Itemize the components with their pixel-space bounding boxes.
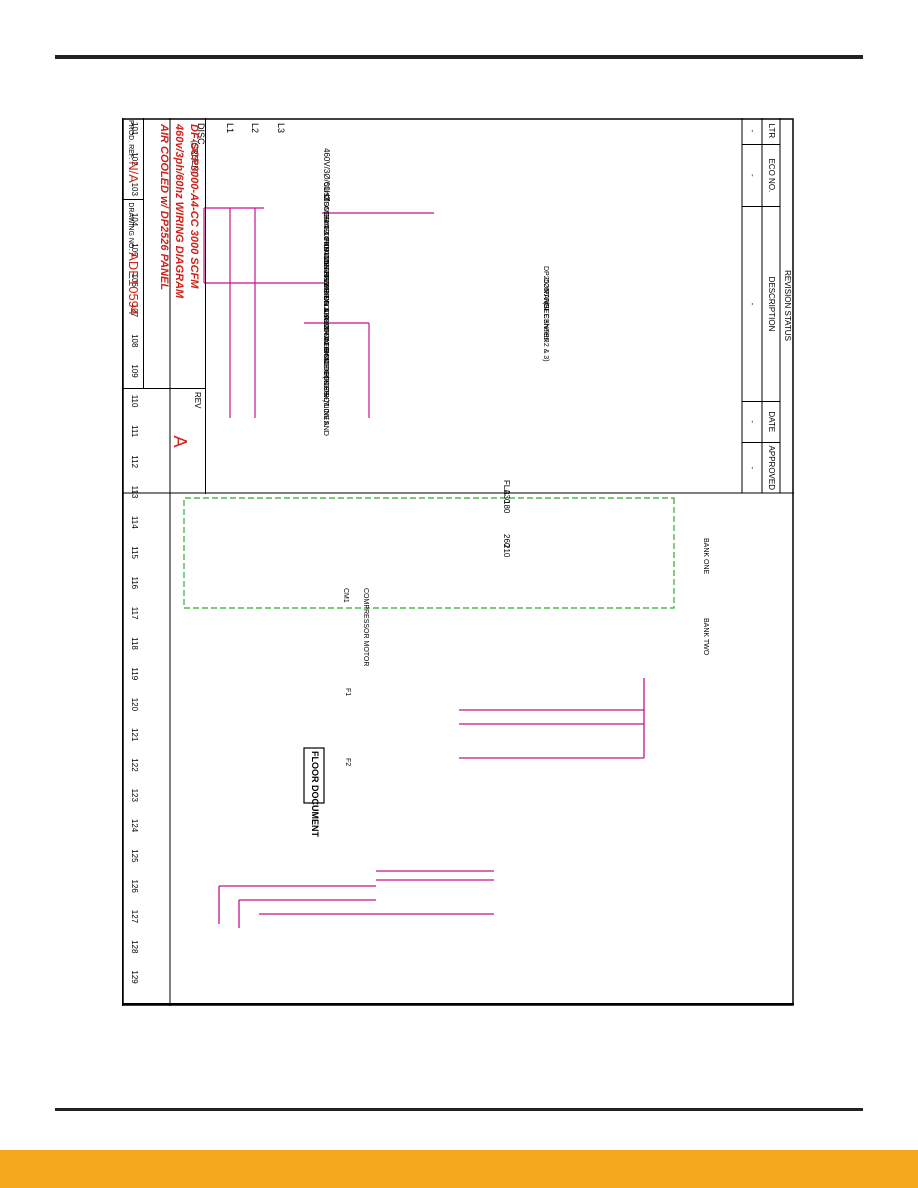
line-number: 125 — [130, 849, 139, 863]
line-number: 112 — [130, 455, 139, 468]
wiring-diagram-sheet: 101 102 103 104 105 106 107 108 109 110 111 112 113 1… — [122, 118, 794, 1006]
line-number: 105 — [130, 243, 139, 257]
line-number: 118 — [130, 637, 139, 650]
amps-row: 210 — [502, 544, 511, 558]
revision-status: REVISION STATUS — [783, 270, 792, 341]
cell-blank: - — [742, 143, 762, 207]
amps-row: 180 — [502, 500, 511, 514]
supply-label: 460V/3Ø/60HZ — [322, 148, 331, 201]
prod-ref-label: PROD. REF. — [127, 120, 134, 160]
col-approved: APPROVED — [762, 441, 780, 493]
bank-one-label: BANK ONE — [702, 538, 709, 575]
compressor-motor-label: CM1 — [342, 588, 349, 603]
amps-row: 230 — [502, 490, 511, 504]
dp-panel-line2: CONTROL CENTER — [542, 278, 549, 343]
compressor-motor-desc: COMPRESSOR MOTOR — [362, 588, 369, 666]
floor-document-label: FLOOR DOCUMENT — [310, 751, 320, 837]
revision-columns: LTR ECO NO. DESCRIPTION DATE APPROVED — [762, 118, 780, 493]
line-number: 115 — [130, 546, 139, 559]
line-number: 113 — [130, 486, 139, 499]
bottom-rule — [55, 1108, 863, 1111]
line-number: 121 — [130, 728, 139, 742]
footer-band — [0, 1150, 918, 1188]
line-number: 110 — [130, 395, 139, 408]
bank-two-label: BANK TWO — [702, 618, 709, 656]
line-number: 102 — [130, 152, 139, 166]
note-3: FAN & FAN CONTROLS ON AIR COOLED MODELS … — [322, 215, 331, 407]
line-number: 107 — [130, 304, 139, 318]
dp-panel-line3: PANEL — [542, 290, 549, 313]
cell-blank: - — [742, 400, 762, 442]
revision-row: - - - - - — [742, 118, 762, 493]
line-number: 103 — [130, 183, 139, 197]
top-rule — [55, 55, 863, 59]
col-eco: ECO NO. — [762, 143, 780, 207]
sheet-border — [122, 118, 794, 1006]
line-number: 116 — [130, 577, 139, 590]
rev-label: REV — [193, 392, 202, 409]
note-1: CUSTOMER TO PROVIDE BREAKER & SHORT CIRC… — [322, 182, 331, 436]
line-number: 120 — [130, 698, 139, 712]
cell-blank: - — [748, 129, 757, 133]
drawing-no-cell: DRAWING NO. ADE10594 — [122, 200, 143, 388]
rev-value: A — [170, 435, 190, 448]
rev-box: REV A — [122, 388, 206, 494]
line-number: 114 — [130, 516, 139, 529]
line-number: 129 — [130, 970, 139, 984]
amps-row: 260 — [502, 534, 511, 548]
line-number: 101 — [130, 122, 139, 136]
line-number: 104 — [130, 213, 139, 227]
col-ltr: LTR — [767, 123, 776, 139]
line-number: 119 — [130, 667, 139, 680]
title-line-3: AIR COOLED w/ DP2526 PANEL — [158, 124, 170, 291]
drawing-no-label: DRAWING NO. — [127, 202, 134, 251]
dp-panel-label: DP2526 — [542, 266, 549, 291]
ref-row: PROD. REF. N/A DRAWING NO. ADE10594 — [122, 118, 144, 388]
title-line-2: 460v/3ph/60hz WIRING DIAGRAM — [173, 124, 185, 299]
line-number: 109 — [130, 364, 139, 378]
cell-blank: - — [742, 441, 762, 493]
l1-label: L1 — [225, 123, 235, 133]
cell-blank: - — [742, 206, 762, 401]
fan2-label: F2 — [344, 758, 351, 766]
note-2: DISCONNECTION MEANS PER LOCAL & NATIONAL… — [322, 194, 331, 397]
line-number: 108 — [130, 334, 139, 348]
line-number: 106 — [130, 274, 139, 288]
fan1-label: F1 — [344, 688, 351, 696]
line-number: 124 — [130, 819, 139, 833]
l2-label: L2 — [250, 123, 260, 133]
note-4: CUSTOMER WIRING SHOWN IN HIDDEN (-------… — [322, 236, 331, 427]
l3-label: L3 — [276, 123, 286, 133]
col-desc: DESCRIPTION — [762, 206, 780, 401]
title-box: DF-SCP3000-A4-CC 3000 SCFM 460v/3ph/60hz… — [143, 118, 206, 388]
green-ground-label: (GREEN) — [190, 140, 199, 174]
drawing-no-value: ADE10594 — [126, 252, 141, 316]
title-line-1: DF-SCP3000-A4-CC 3000 SCFM — [188, 124, 200, 289]
line-number: 128 — [130, 940, 139, 954]
amps-header: FLA — [502, 480, 511, 495]
line-number: 122 — [130, 758, 139, 772]
line-number: 111 — [130, 425, 139, 438]
line-number: 127 — [130, 910, 139, 924]
line-number: 117 — [130, 607, 139, 620]
dp-panel-line4: (SEE sheets 2 & 3) — [542, 302, 549, 362]
line-number: 126 — [130, 880, 139, 894]
col-date: DATE — [762, 400, 780, 442]
line-number: 123 — [130, 789, 139, 803]
line-number-column: 101 102 103 104 105 106 107 108 109 110 111 112 113 1… — [130, 122, 139, 984]
disc-label: DISC — [196, 123, 206, 145]
floor-document-box — [303, 747, 325, 804]
prod-ref-cell: PROD. REF. N/A — [122, 118, 143, 201]
prod-ref-value: N/A — [126, 161, 141, 183]
fan-controls-dashed-box — [183, 497, 675, 609]
